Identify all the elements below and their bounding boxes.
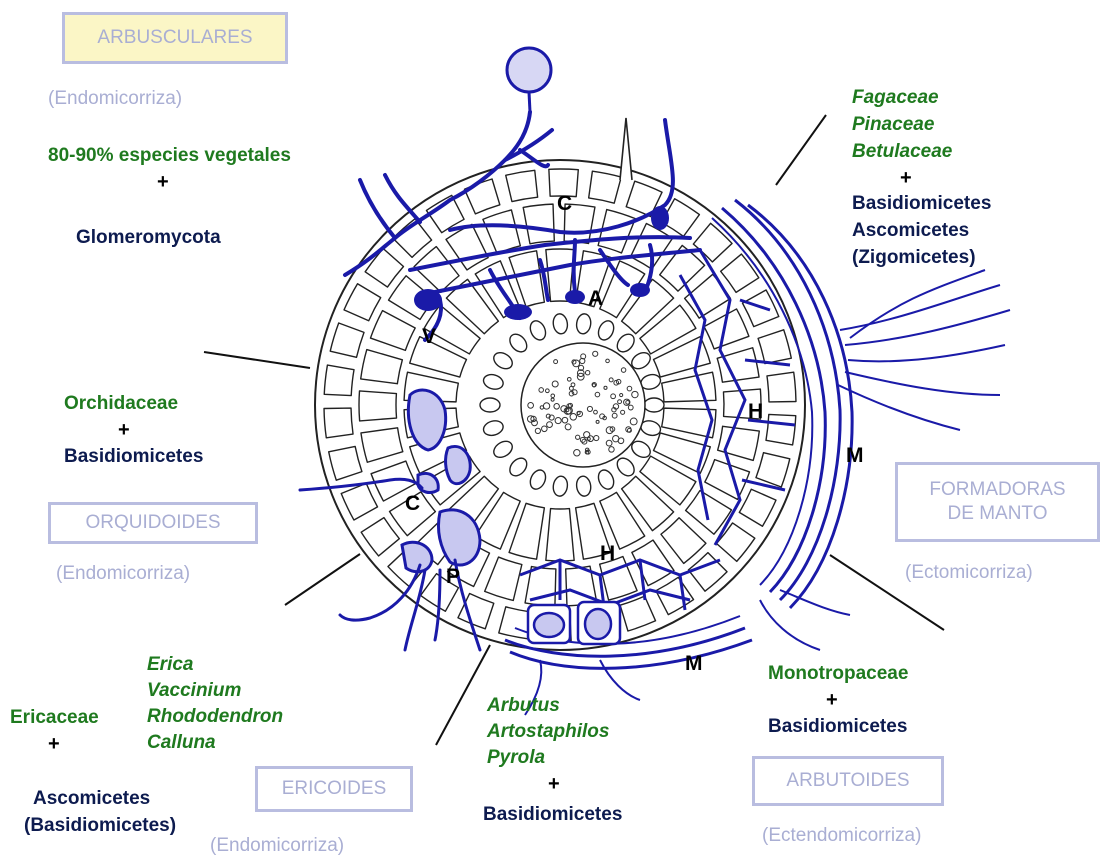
ecto-fungi-1: Basidiomicetes [852, 193, 991, 216]
ericoides-fungi-1: Ascomicetes [33, 788, 150, 811]
label-m-right: M [846, 444, 864, 467]
ecto-plant-2: Pinaceae [852, 114, 934, 137]
arbusculares-title-box: ARBUSCULARES [62, 12, 288, 64]
orquidoides-fungi: Basidiomicetes [64, 446, 203, 469]
ericoides-genus-2: Vaccinium [147, 680, 241, 703]
ecto-plus: + [900, 166, 912, 190]
ecto-fungi-3: (Zigomicetes) [852, 247, 976, 270]
leader-line-ecto [776, 115, 826, 185]
ericoides-genus-1: Erica [147, 654, 193, 677]
arbutus-genus-3: Pyrola [487, 747, 545, 770]
orquidoides-title-box: ORQUIDOIDES [48, 502, 258, 544]
arbutoides-title-box: ARBUTOIDES [752, 756, 944, 806]
label-m-bottom: M [685, 652, 703, 675]
ecto-fungi-2: Ascomicetes [852, 220, 969, 243]
formadoras-title-line-2: DE MANTO [948, 502, 1048, 526]
leader-line-ericoid [285, 554, 360, 605]
label-h-bottom: H [600, 542, 615, 565]
label-v: V [422, 325, 436, 348]
arbusculares-plus: + [157, 170, 169, 194]
arbutoides-plants: Monotropaceae [768, 663, 908, 686]
formadoras-de-manto-title-box: FORMADORAS DE MANTO [895, 462, 1100, 542]
ecto-type: (Ectomicorriza) [905, 562, 1033, 585]
arbutus-fungi: Basidiomicetes [483, 804, 622, 827]
arbutus-genus-1: Arbutus [487, 695, 560, 718]
ericoides-type: (Endomicorriza) [210, 835, 344, 858]
ericoides-genus-3: Rhododendron [147, 706, 283, 729]
arbutus-plus: + [548, 772, 560, 796]
root-hair [620, 118, 632, 180]
label-c-top: C [557, 192, 572, 215]
label-a: A [588, 287, 603, 310]
leader-line-orchid [204, 352, 310, 368]
orquidoides-type: (Endomicorriza) [56, 563, 190, 586]
arbusculares-type: (Endomicorriza) [48, 88, 182, 111]
ecto-plant-1: Fagaceae [852, 87, 939, 110]
label-c-left: C [405, 492, 420, 515]
orquidoides-plus: + [118, 418, 130, 442]
arbusculares-fungi: Glomeromycota [76, 227, 221, 250]
arbutoides-plus: + [826, 688, 838, 712]
label-h-right: H [748, 400, 763, 423]
arbusculares-plants: 80-90% especies vegetales [48, 145, 291, 168]
arbutoides-type: (Ectendomicorriza) [762, 825, 921, 848]
ericoides-title: ERICOIDES [282, 777, 387, 801]
ericoides-title-box: ERICOIDES [255, 766, 413, 812]
orquidoides-plants: Orchidaceae [64, 393, 178, 416]
orquidoides-title: ORQUIDOIDES [85, 511, 220, 535]
arbutus-genus-2: Artostaphilos [487, 721, 609, 744]
ecto-plant-3: Betulaceae [852, 141, 952, 164]
formadoras-title-line-1: FORMADORAS [929, 478, 1065, 502]
label-p: P [446, 565, 460, 588]
spore [507, 48, 551, 112]
arbusculares-title: ARBUSCULARES [97, 26, 252, 50]
ericoides-family: Ericaceae [10, 707, 99, 730]
arbutoides-title: ARBUTOIDES [786, 769, 909, 793]
ericoides-genus-4: Calluna [147, 732, 216, 755]
ericoides-plus: + [48, 732, 60, 756]
arbutoides-fungi: Basidiomicetes [768, 716, 907, 739]
ericoides-fungi-2: (Basidiomicetes) [24, 815, 176, 838]
leader-line-arbutus [436, 645, 490, 745]
